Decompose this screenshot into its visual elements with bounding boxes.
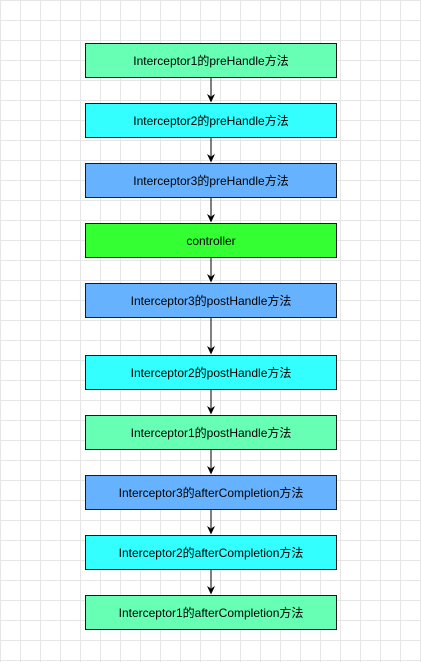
- arrow-head-icon: [207, 406, 215, 415]
- flow-node-label: Interceptor2的postHandle方法: [130, 366, 292, 380]
- flow-edge-4: [207, 258, 215, 283]
- arrow-head-icon: [207, 154, 215, 163]
- arrow-head-icon: [207, 94, 215, 103]
- flow-node-label: Interceptor2的afterCompletion方法: [118, 546, 304, 560]
- flow-node-label: Interceptor3的postHandle方法: [130, 294, 292, 308]
- flow-node-3: Interceptor3的preHandle方法: [85, 163, 337, 198]
- flow-edge-2: [207, 138, 215, 163]
- flow-edge-3: [207, 198, 215, 223]
- flow-node-label: Interceptor2的preHandle方法: [133, 114, 289, 128]
- arrow-head-icon: [207, 526, 215, 535]
- flow-node-10: Interceptor1的afterCompletion方法: [85, 595, 337, 630]
- flow-edge-6: [207, 390, 215, 415]
- flow-node-8: Interceptor3的afterCompletion方法: [85, 475, 337, 510]
- flow-node-1: Interceptor1的preHandle方法: [85, 43, 337, 78]
- flow-node-label: Interceptor3的afterCompletion方法: [118, 486, 304, 500]
- flow-edge-1: [207, 78, 215, 103]
- flow-edge-5: [207, 318, 215, 355]
- flow-node-label: Interceptor1的afterCompletion方法: [118, 606, 304, 620]
- flow-node-5: Interceptor3的postHandle方法: [85, 283, 337, 318]
- flow-node-label: Interceptor1的postHandle方法: [130, 426, 292, 440]
- arrow-head-icon: [207, 586, 215, 595]
- flow-node-6: Interceptor2的postHandle方法: [85, 355, 337, 390]
- flow-node-7: Interceptor1的postHandle方法: [85, 415, 337, 450]
- flow-node-9: Interceptor2的afterCompletion方法: [85, 535, 337, 570]
- flow-node-2: Interceptor2的preHandle方法: [85, 103, 337, 138]
- flow-node-label: controller: [186, 233, 236, 248]
- flow-node-4: controller: [85, 223, 337, 258]
- arrow-head-icon: [207, 346, 215, 355]
- flow-node-label: Interceptor1的preHandle方法: [133, 54, 289, 68]
- arrow-head-icon: [207, 214, 215, 223]
- arrow-head-icon: [207, 274, 215, 283]
- flow-edge-8: [207, 510, 215, 535]
- flow-edge-9: [207, 570, 215, 595]
- flow-edge-7: [207, 450, 215, 475]
- flow-node-label: Interceptor3的preHandle方法: [133, 174, 289, 188]
- arrow-head-icon: [207, 466, 215, 475]
